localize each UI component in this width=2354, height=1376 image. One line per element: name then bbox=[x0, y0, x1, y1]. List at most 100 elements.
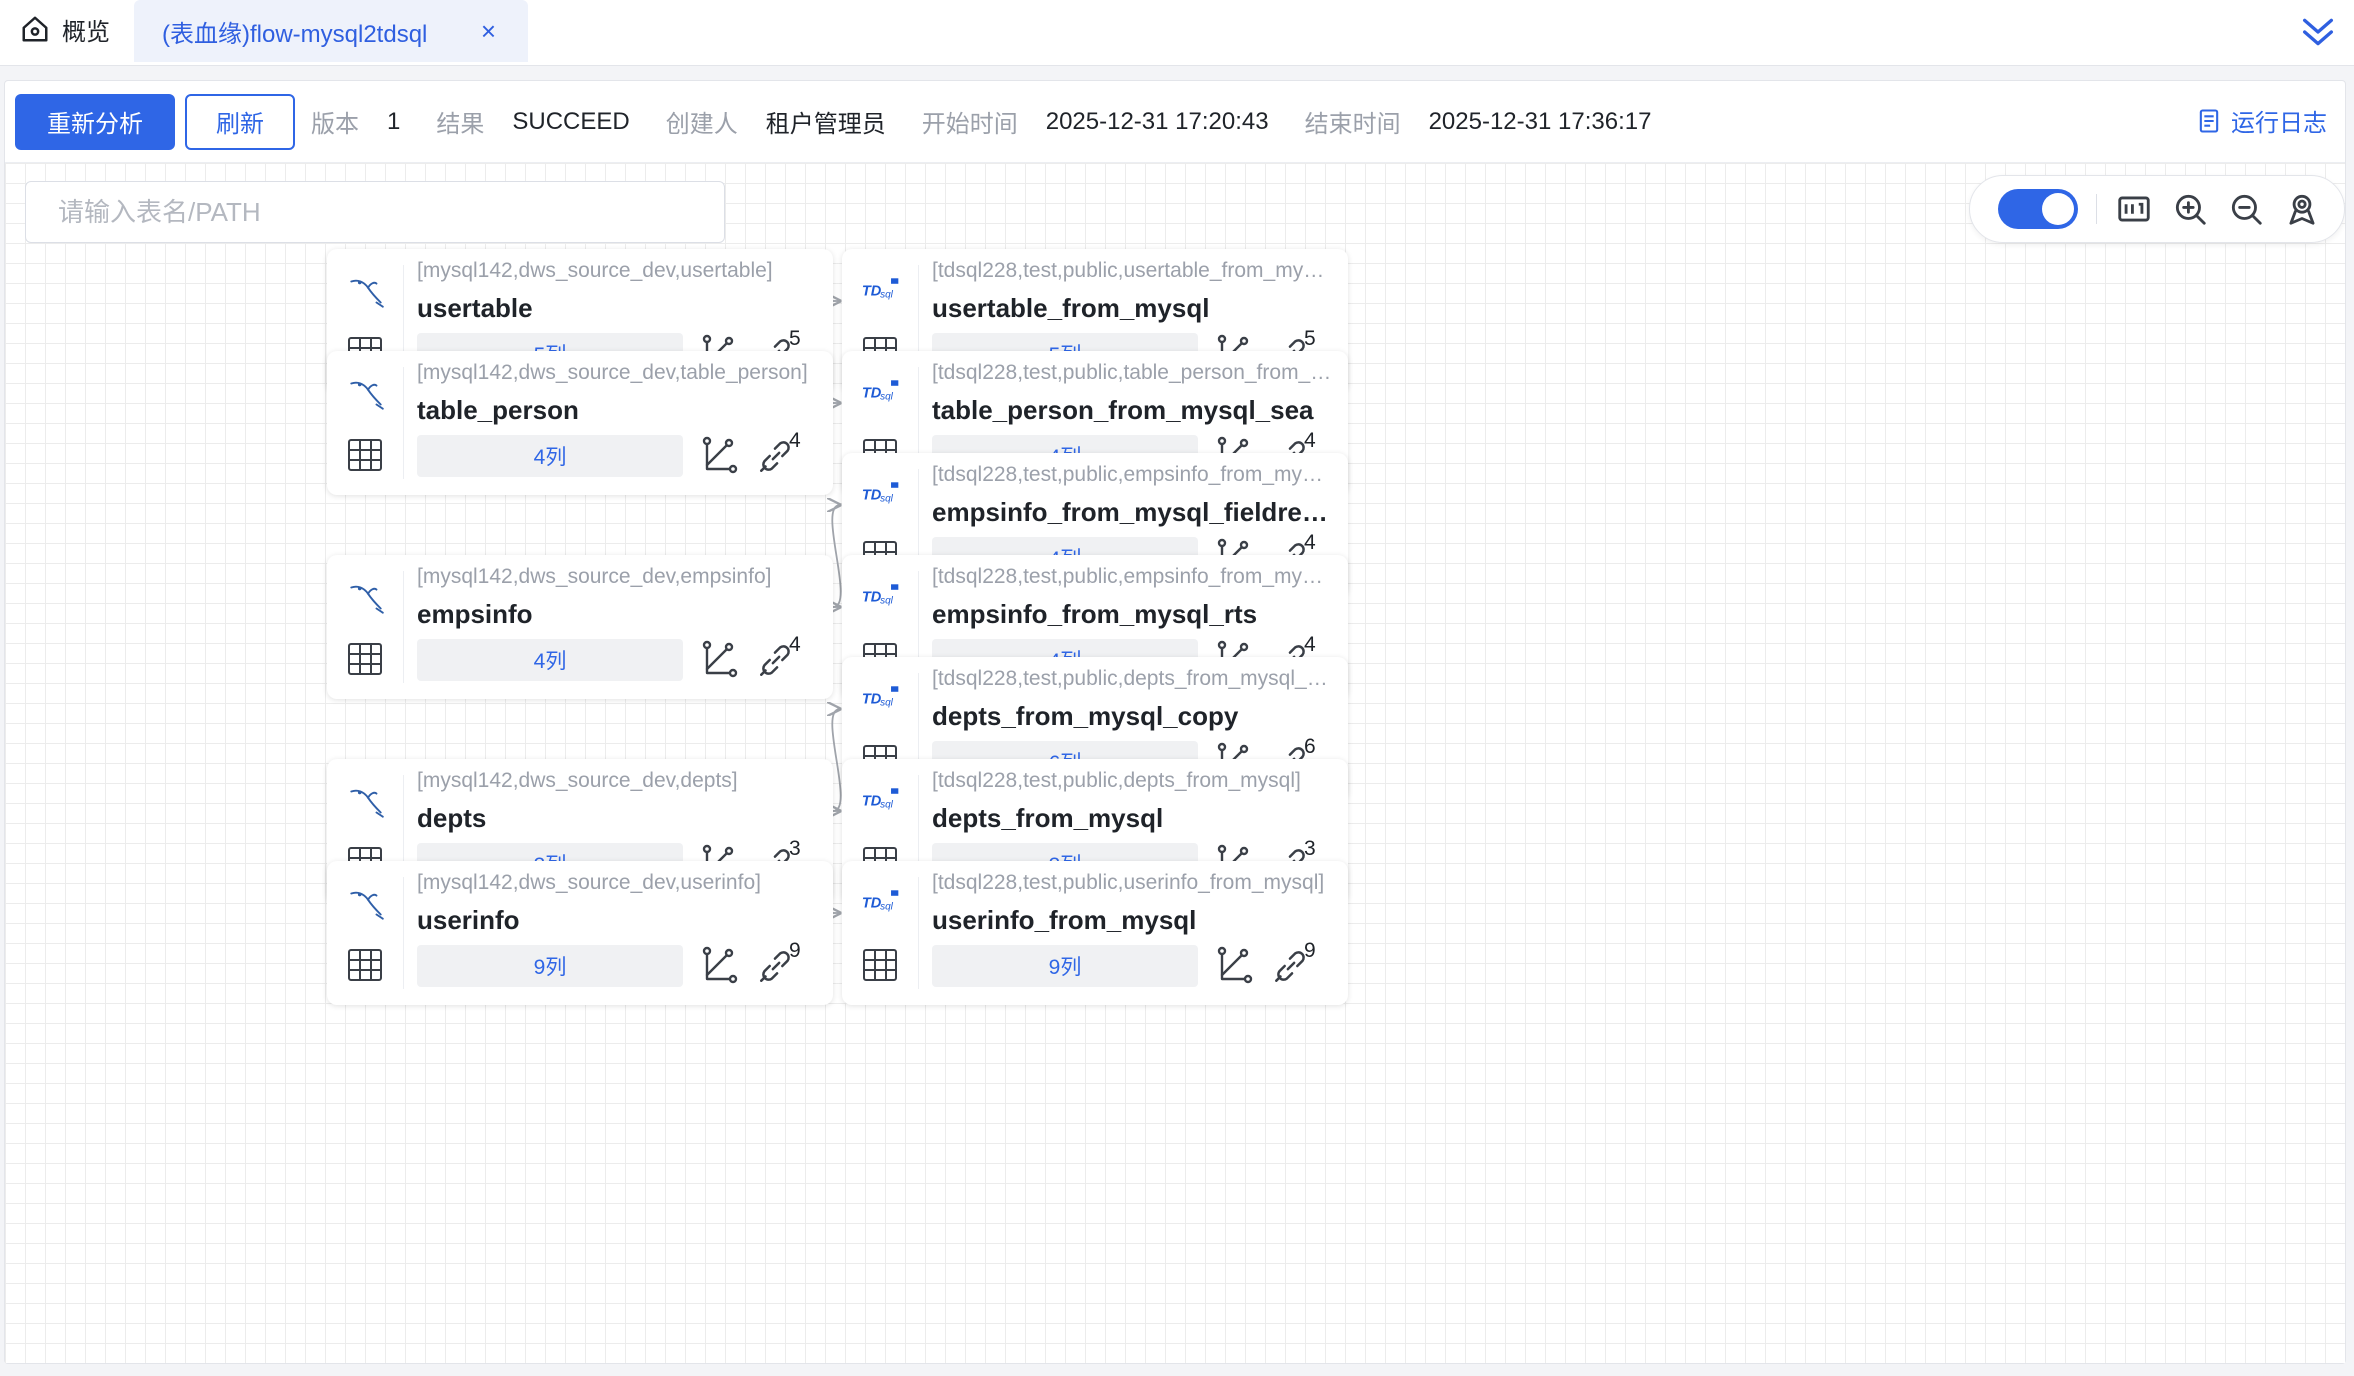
svg-text:TD: TD bbox=[862, 794, 882, 810]
branch-icon[interactable] bbox=[1214, 945, 1254, 985]
svg-text:TD: TD bbox=[862, 692, 882, 708]
reanalyze-button[interactable]: 重新分析 bbox=[15, 93, 175, 150]
node-table-name[interactable]: table_person bbox=[417, 395, 579, 425]
table-grid-icon bbox=[860, 945, 900, 985]
branch-icon[interactable] bbox=[699, 435, 739, 475]
svg-text:sql: sql bbox=[880, 901, 894, 912]
view-toggle[interactable] bbox=[1998, 189, 2078, 229]
node-divider bbox=[918, 775, 919, 887]
link-icon[interactable] bbox=[755, 639, 797, 681]
svg-text:sql: sql bbox=[880, 697, 894, 708]
version-value: 1 bbox=[387, 107, 401, 135]
search-input[interactable] bbox=[25, 181, 725, 243]
svg-text:TD: TD bbox=[862, 284, 882, 300]
node-path: [tdsql228,test,public,depts_from_mysql_c… bbox=[932, 667, 1332, 690]
node-path: [tdsql228,test,public,depts_from_mysql] bbox=[932, 769, 1301, 792]
branch-icon[interactable] bbox=[699, 639, 739, 679]
tab-close-icon[interactable]: × bbox=[480, 16, 496, 46]
node-columns-button[interactable]: 9列 bbox=[417, 945, 683, 987]
node-path: [mysql142,dws_source_dev,table_person] bbox=[417, 361, 808, 384]
source-table-node[interactable]: [mysql142,dws_source_dev,empsinfo]empsin… bbox=[327, 555, 833, 699]
node-divider bbox=[403, 367, 404, 479]
svg-text:TD: TD bbox=[862, 386, 882, 402]
node-divider bbox=[403, 775, 404, 887]
node-divider bbox=[403, 571, 404, 683]
source-table-node[interactable]: [mysql142,dws_source_dev,table_person]ta… bbox=[327, 351, 833, 495]
creator-label: 创建人 bbox=[665, 111, 738, 138]
node-path: [tdsql228,test,public,userinfo_from_mysq… bbox=[932, 871, 1325, 894]
creator-value: 租户管理员 bbox=[765, 111, 886, 138]
node-table-name[interactable]: empsinfo_from_mysql_rts bbox=[932, 599, 1258, 629]
controls-divider bbox=[2096, 194, 2097, 224]
svg-text:sql: sql bbox=[880, 391, 894, 402]
run-log-label: 运行日志 bbox=[2231, 110, 2327, 137]
tab-lineage[interactable]: (表血缘)flow-mysql2tdsql × bbox=[134, 0, 528, 62]
mysql-dolphin-icon bbox=[345, 883, 387, 923]
locate-icon[interactable] bbox=[2283, 190, 2321, 228]
end-time-value: 2025-12-31 17:36:17 bbox=[1428, 107, 1652, 135]
tab-home[interactable]: 概览 bbox=[20, 0, 110, 58]
node-table-name[interactable]: depts bbox=[417, 803, 487, 833]
node-columns-button[interactable]: 4列 bbox=[417, 639, 683, 681]
node-table-name[interactable]: userinfo_from_mysql bbox=[932, 905, 1197, 935]
table-grid-icon bbox=[345, 639, 385, 679]
node-path: [mysql142,dws_source_dev,empsinfo] bbox=[417, 565, 772, 588]
node-path: [mysql142,dws_source_dev,userinfo] bbox=[417, 871, 761, 894]
node-table-name[interactable]: userinfo bbox=[417, 905, 520, 935]
minimap-icon[interactable] bbox=[2115, 190, 2153, 228]
node-table-name[interactable]: empsinfo bbox=[417, 599, 533, 629]
link-icon[interactable] bbox=[1270, 945, 1312, 987]
branch-icon[interactable] bbox=[699, 945, 739, 985]
source-table-node[interactable]: [mysql142,dws_source_dev,userinfo]userin… bbox=[327, 861, 833, 1005]
lineage-canvas[interactable]: [mysql142,dws_source_dev,usertable]usert… bbox=[5, 163, 2345, 1363]
lineage-edge bbox=[832, 709, 842, 812]
node-path: [tdsql228,test,public,usertable_from_mys… bbox=[932, 259, 1332, 282]
svg-text:TD: TD bbox=[862, 896, 882, 912]
node-table-name[interactable]: empsinfo_from_mysql_fieldrename bbox=[932, 497, 1332, 527]
mysql-dolphin-icon bbox=[345, 781, 387, 821]
link-count: 4 bbox=[789, 633, 801, 656]
run-log-link[interactable]: 运行日志 bbox=[2195, 103, 2327, 138]
mysql-dolphin-icon bbox=[345, 271, 387, 311]
node-divider bbox=[918, 367, 919, 479]
lineage-edge bbox=[832, 505, 842, 608]
node-table-name[interactable]: usertable bbox=[417, 293, 533, 323]
node-columns-button[interactable]: 9列 bbox=[932, 945, 1198, 987]
zoom-out-icon[interactable] bbox=[2227, 190, 2265, 228]
svg-text:TD: TD bbox=[862, 488, 882, 504]
table-grid-icon bbox=[345, 435, 385, 475]
table-grid-icon bbox=[345, 945, 385, 985]
node-path: [mysql142,dws_source_dev,depts] bbox=[417, 769, 738, 792]
node-divider bbox=[918, 571, 919, 683]
node-table-name[interactable]: table_person_from_mysql_sea bbox=[932, 395, 1314, 425]
svg-text:sql: sql bbox=[880, 493, 894, 504]
svg-text:sql: sql bbox=[880, 799, 894, 810]
link-count: 4 bbox=[1304, 429, 1316, 452]
mysql-dolphin-icon bbox=[345, 577, 387, 617]
node-table-name[interactable]: depts_from_mysql bbox=[932, 803, 1164, 833]
result-label: 结果 bbox=[436, 111, 485, 138]
link-icon[interactable] bbox=[755, 945, 797, 987]
node-divider bbox=[918, 877, 919, 989]
toolbar: 重新分析 刷新 版本 1 结果 SUCCEED 创建人 租户管理员 开始时间 2… bbox=[5, 81, 2345, 163]
tab-home-label: 概览 bbox=[62, 18, 110, 46]
refresh-button[interactable]: 刷新 bbox=[185, 93, 295, 150]
start-time-label: 开始时间 bbox=[921, 111, 1018, 138]
link-icon[interactable] bbox=[755, 435, 797, 477]
link-count: 4 bbox=[1304, 633, 1316, 656]
node-divider bbox=[403, 877, 404, 989]
node-columns-button[interactable]: 4列 bbox=[417, 435, 683, 477]
double-chevron-down-icon[interactable] bbox=[2298, 12, 2338, 52]
node-divider bbox=[403, 265, 404, 377]
node-table-name[interactable]: usertable_from_mysql bbox=[932, 293, 1210, 323]
node-table-name[interactable]: depts_from_mysql_copy bbox=[932, 701, 1239, 731]
start-time-value: 2025-12-31 17:20:43 bbox=[1045, 107, 1269, 135]
result-value: SUCCEED bbox=[512, 107, 630, 135]
zoom-in-icon[interactable] bbox=[2171, 190, 2209, 228]
node-path: [mysql142,dws_source_dev,usertable] bbox=[417, 259, 773, 282]
